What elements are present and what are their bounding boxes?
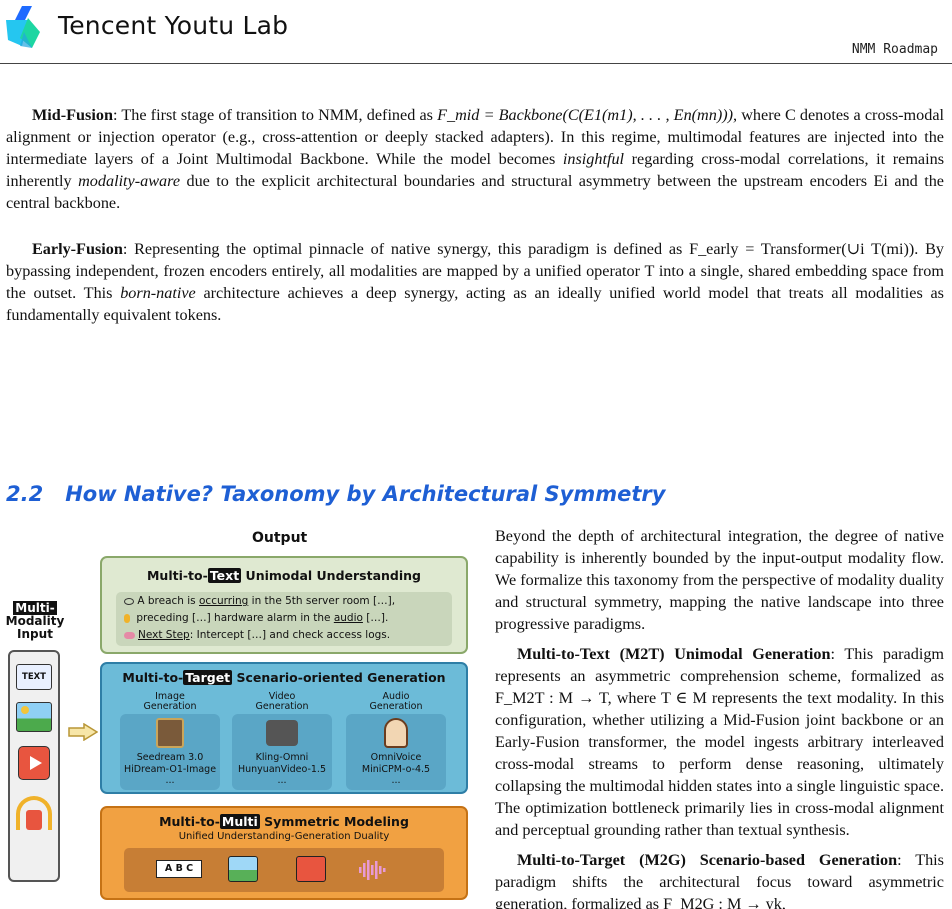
m2t-line-3: Next Step: Intercept […] and check acces… [124, 629, 390, 641]
mid-fusion-paragraph: Mid-Fusion: The first stage of transitio… [6, 106, 944, 212]
m2t-title: Multi-to-Text Unimodal Understanding [146, 568, 421, 583]
mid-fusion-equation: F_mid = Backbone(C(E1(m1), . . . , En(mn… [437, 106, 738, 124]
audio-gen-card: OmniVoice MiniCPM-o-4.5 ... [346, 714, 446, 790]
singer-icon [384, 718, 408, 748]
speaker-icon [26, 810, 42, 830]
text-modality-icon: TEXT [16, 664, 52, 690]
m2t-line-2: preceding […] hardware alarm in the audi… [124, 612, 388, 624]
tencent-youtu-logo-icon [6, 6, 40, 48]
output-label: Output [252, 530, 308, 546]
image-gen-card: Seedream 3.0 HiDream-O1-Image ... [120, 714, 220, 790]
early-fusion-paragraph: Early-Fusion: Representing the optimal p… [6, 240, 944, 324]
camera-operator-icon [266, 720, 298, 746]
waveform-icon [359, 860, 386, 880]
play-icon [30, 756, 42, 770]
eye-icon [124, 597, 134, 605]
m2t-box: Multi-to-Text Unimodal Understanding A b… [100, 556, 468, 654]
section-title: How Native? Taxonomy by Architectural Sy… [65, 482, 666, 506]
m2g-paragraph: Multi-to-Target (M2G) Scenario-based Gen… [495, 851, 944, 909]
m2t-paragraph: Multi-to-Text (M2T) Unimodal Generation:… [495, 645, 945, 839]
doc-tag: NMM Roadmap [851, 42, 938, 57]
m2m-subtitle: Unified Understanding-Generation Duality [178, 831, 390, 842]
sun-icon [21, 706, 29, 714]
section-heading: 2.2 How Native? Taxonomy by Architectural… [6, 482, 665, 506]
right-column-text: Beyond the depth of architectural integr… [495, 525, 944, 909]
video-gen-card: Kling-Omni HunyuanVideo-1.5 ... [232, 714, 332, 790]
video-player-icon [296, 856, 326, 882]
header-divider [0, 63, 952, 64]
brain-icon [124, 631, 135, 639]
section-number: 2.2 [6, 482, 44, 506]
ear-icon [124, 613, 130, 623]
artist-icon [156, 718, 184, 748]
m2g-title: Multi-to-Target Scenario-oriented Genera… [122, 670, 446, 685]
input-arrow-icon [68, 723, 98, 741]
gallery-icon [228, 856, 258, 882]
m2m-modality-strip: A B C [124, 848, 444, 892]
text-cursor-icon: A B C [156, 860, 202, 878]
m2t-line-1: A breach is occurring in the 5th server … [124, 595, 395, 607]
audio-modality-icon [16, 796, 52, 830]
brand-name: Tencent Youtu Lab [58, 11, 289, 40]
taxonomy-intro-paragraph: Beyond the depth of architectural integr… [495, 527, 944, 633]
input-label: Multi- Modality Input [5, 601, 65, 641]
m2m-box: Multi-to-Multi Symmetric Modeling Unifie… [100, 806, 468, 900]
input-modality-column: TEXT [8, 650, 60, 882]
m2m-title: Multi-to-Multi Symmetric Modeling [159, 814, 409, 829]
mid-fusion-term: Mid-Fusion [32, 106, 113, 124]
taxonomy-figure: Output Multi- Modality Input TEXT Multi-… [0, 520, 470, 900]
page-header: Tencent Youtu Lab NMM Roadmap [0, 0, 952, 66]
image-modality-icon [16, 702, 52, 732]
early-fusion-term: Early-Fusion [32, 240, 123, 258]
m2g-box: Multi-to-Target Scenario-oriented Genera… [100, 662, 468, 794]
m2t-output-panel: A breach is occurring in the 5th server … [116, 592, 452, 646]
video-modality-icon [18, 746, 50, 780]
